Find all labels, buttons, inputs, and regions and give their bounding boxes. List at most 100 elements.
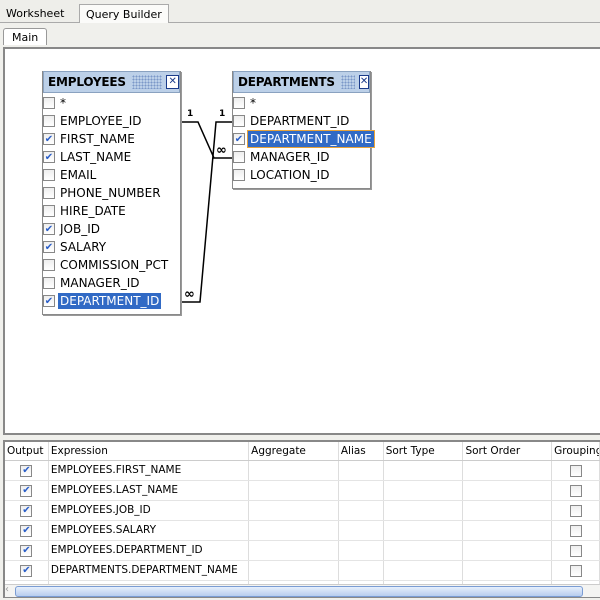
tab-worksheet[interactable]: Worksheet [6, 7, 65, 20]
scrollbar-thumb[interactable] [15, 586, 583, 597]
column-checkbox[interactable] [43, 277, 55, 289]
grid-cell[interactable] [249, 461, 339, 480]
column-item[interactable]: MANAGER_ID [233, 148, 370, 166]
grid-cell[interactable] [249, 541, 339, 560]
column-checkbox[interactable] [233, 169, 245, 181]
column-checkbox[interactable] [43, 187, 55, 199]
column-checkbox[interactable]: ✔ [43, 241, 55, 253]
table-departments[interactable]: DEPARTMENTS✕*DEPARTMENT_ID✔DEPARTMENT_NA… [232, 71, 375, 189]
grid-cell[interactable] [463, 461, 553, 480]
grid-cell[interactable] [463, 501, 553, 520]
column-header-grouping[interactable]: Grouping [552, 442, 600, 460]
close-icon[interactable]: ✕ [166, 75, 179, 89]
output-checkbox[interactable]: ✔ [20, 544, 33, 557]
column-checkbox[interactable] [43, 205, 55, 217]
output-checkbox[interactable]: ✔ [20, 464, 33, 477]
column-header-alias[interactable]: Alias [339, 442, 384, 460]
grid-cell[interactable] [384, 541, 464, 560]
grid-cell[interactable] [384, 481, 464, 500]
column-item[interactable]: MANAGER_ID [43, 274, 180, 292]
grid-cell[interactable] [249, 521, 339, 540]
grouping-checkbox[interactable] [569, 524, 582, 537]
grid-cell[interactable]: EMPLOYEES.SALARY [49, 521, 250, 540]
grid-cell[interactable] [249, 501, 339, 520]
grid-cell[interactable] [339, 541, 384, 560]
close-icon[interactable]: ✕ [358, 75, 369, 89]
column-item[interactable]: LOCATION_ID [233, 166, 370, 184]
grouping-checkbox[interactable] [569, 484, 582, 497]
table-row[interactable]: ✔ EMPLOYEES.DEPARTMENT_ID [5, 541, 600, 561]
column-item[interactable]: ✔JOB_ID [43, 220, 180, 238]
column-checkbox[interactable]: ✔ [43, 295, 55, 307]
tab-main[interactable]: Main [3, 28, 48, 45]
column-item[interactable]: ✔SALARY [43, 238, 180, 256]
column-checkbox[interactable] [233, 151, 245, 163]
grid-cell[interactable] [384, 461, 464, 480]
column-item[interactable]: EMAIL [43, 166, 180, 184]
output-checkbox[interactable]: ✔ [20, 524, 33, 537]
column-item[interactable]: * [233, 94, 370, 112]
table-row[interactable]: ✔ DEPARTMENTS.DEPARTMENT_NAME [5, 561, 600, 581]
grid-cell[interactable] [552, 501, 600, 520]
column-header-expression[interactable]: Expression [49, 442, 250, 460]
grouping-checkbox[interactable] [569, 544, 582, 557]
table-header[interactable]: EMPLOYEES✕ [43, 71, 180, 93]
column-item[interactable]: ✔FIRST_NAME [43, 130, 180, 148]
column-item[interactable]: COMMISSION_PCT [43, 256, 180, 274]
grid-cell[interactable] [384, 501, 464, 520]
table-row[interactable]: ✔EMPLOYEES.JOB_ID [5, 501, 600, 521]
grid-cell[interactable] [339, 521, 384, 540]
grid-cell[interactable] [384, 561, 464, 580]
table-header[interactable]: DEPARTMENTS✕ [233, 71, 370, 93]
column-checkbox[interactable] [43, 169, 55, 181]
grid-cell[interactable] [384, 521, 464, 540]
column-item[interactable]: ✔LAST_NAME [43, 148, 180, 166]
column-item[interactable]: * [43, 94, 180, 112]
column-header-aggregate[interactable]: Aggregate [249, 442, 339, 460]
column-checkbox[interactable] [233, 97, 245, 109]
column-item[interactable]: DEPARTMENT_ID [233, 112, 370, 130]
grid-cell[interactable]: EMPLOYEES.LAST_NAME [49, 481, 250, 500]
grid-cell[interactable] [339, 561, 384, 580]
column-item[interactable]: ✔DEPARTMENT_ID [43, 292, 180, 310]
grid-cell[interactable] [552, 461, 600, 480]
column-item[interactable]: PHONE_NUMBER [43, 184, 180, 202]
output-checkbox[interactable]: ✔ [20, 564, 33, 577]
column-checkbox[interactable]: ✔ [43, 133, 55, 145]
column-checkbox[interactable] [43, 115, 55, 127]
grid-cell[interactable]: DEPARTMENTS.DEPARTMENT_NAME [49, 561, 250, 580]
grid-cell[interactable]: EMPLOYEES.JOB_ID [49, 501, 250, 520]
grid-cell[interactable] [463, 541, 553, 560]
grid-cell[interactable] [552, 561, 600, 580]
grid-cell[interactable] [249, 561, 339, 580]
tab-query-builder[interactable]: Query Builder [79, 4, 169, 23]
column-checkbox[interactable] [43, 97, 55, 109]
column-item[interactable]: ✔DEPARTMENT_NAME [233, 130, 375, 148]
table-employees[interactable]: EMPLOYEES✕*EMPLOYEE_ID✔FIRST_NAME✔LAST_N… [42, 71, 181, 315]
grouping-checkbox[interactable] [569, 564, 582, 577]
grid-cell[interactable] [552, 521, 600, 540]
column-item[interactable]: EMPLOYEE_ID [43, 112, 180, 130]
table-row[interactable]: ✔ EMPLOYEES.SALARY [5, 521, 600, 541]
horizontal-scrollbar[interactable]: ‹ [5, 584, 600, 597]
column-item[interactable]: HIRE_DATE [43, 202, 180, 220]
output-checkbox[interactable]: ✔ [20, 484, 33, 497]
grid-cell[interactable] [552, 541, 600, 560]
grid-cell[interactable] [463, 561, 553, 580]
column-checkbox[interactable] [43, 259, 55, 271]
drag-handle-icon[interactable] [131, 75, 163, 89]
grid-cell[interactable] [339, 481, 384, 500]
grid-cell[interactable] [249, 481, 339, 500]
grouping-checkbox[interactable] [569, 464, 582, 477]
column-checkbox[interactable]: ✔ [43, 151, 55, 163]
grid-cell[interactable] [463, 481, 553, 500]
column-checkbox[interactable] [233, 115, 245, 127]
column-checkbox[interactable]: ✔ [233, 133, 245, 145]
grid-cell[interactable] [463, 521, 553, 540]
grouping-checkbox[interactable] [569, 504, 582, 517]
table-row[interactable]: ✔EMPLOYEES.FIRST_NAME [5, 461, 600, 481]
drag-handle-icon[interactable] [340, 75, 355, 89]
grid-cell[interactable]: EMPLOYEES.DEPARTMENT_ID [49, 541, 250, 560]
column-checkbox[interactable]: ✔ [43, 223, 55, 235]
table-row[interactable]: ✔ EMPLOYEES.LAST_NAME [5, 481, 600, 501]
